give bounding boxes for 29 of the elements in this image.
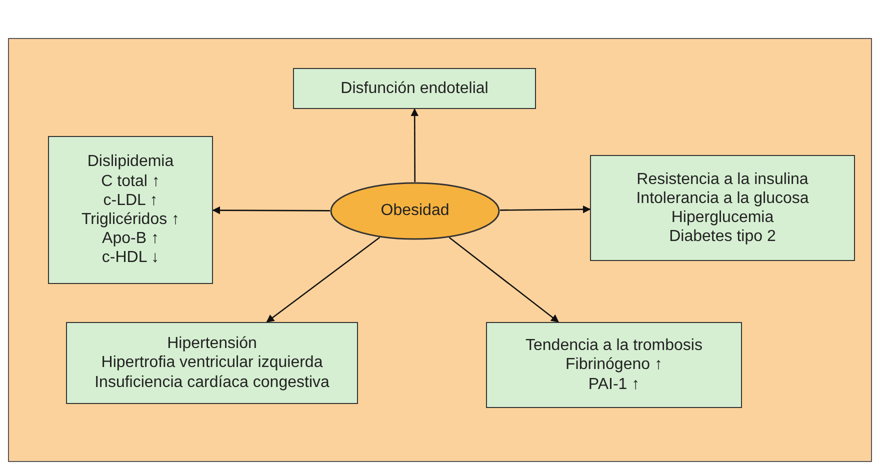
node-text: Insuficiencia cardíaca congestiva: [94, 372, 330, 392]
arrow: [410, 108, 419, 182]
node-text: Diabetes tipo 2: [669, 227, 776, 246]
node-text: Obesidad: [380, 201, 450, 221]
text-box: [48, 136, 213, 284]
node-text: Hipertrofia ventricular izquierda: [101, 353, 323, 373]
node-text: Hiperglucemia: [671, 208, 774, 228]
node-text: c-LDL ↑: [103, 190, 158, 210]
node-text: PAI-1 ↑: [588, 374, 640, 394]
node-text: c-HDL ↓: [102, 248, 160, 268]
node-text: C total ↑: [101, 172, 160, 191]
arrow: [448, 237, 560, 323]
node-text: Triglicéridos ↑: [81, 210, 180, 230]
ellipse-node: [330, 182, 500, 240]
node-text: Dislipidemia: [87, 152, 174, 172]
node-text: Fibrinógeno ↑: [566, 355, 662, 375]
node-text: Disfunción endotelial: [340, 78, 488, 98]
text-box: [590, 155, 855, 261]
node-text: Resistencia a la insulina: [636, 170, 808, 189]
text-box: [486, 322, 742, 408]
text-box: [66, 322, 358, 404]
node-text: Hipertensión: [167, 334, 257, 354]
text-box: [293, 68, 536, 109]
node-text: Apo-B ↑: [102, 229, 159, 248]
arrow: [266, 236, 380, 323]
arrow: [212, 206, 330, 214]
node-text: Tendencia a la trombosis: [526, 336, 702, 356]
arrow: [500, 205, 591, 214]
node-text: Intolerancia a la glucosa: [636, 188, 809, 208]
